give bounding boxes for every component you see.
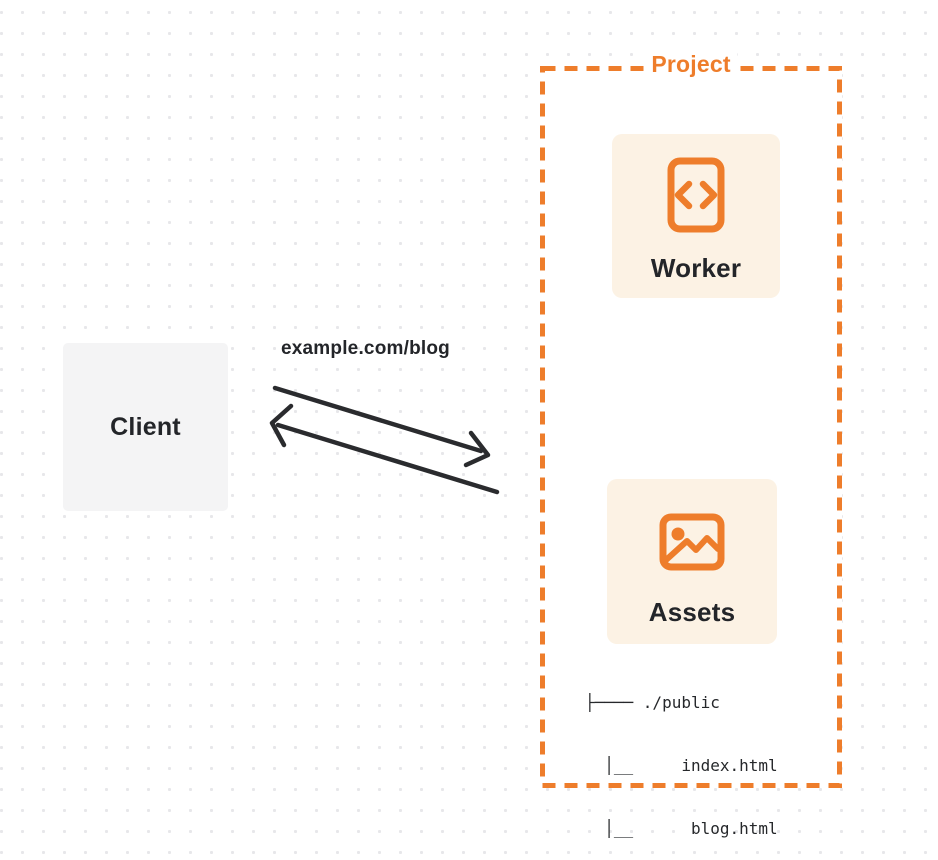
image-icon bbox=[659, 513, 725, 571]
file-tree-line: │__ index.html bbox=[585, 756, 778, 775]
file-tree-line: ├──── ./public bbox=[585, 693, 720, 712]
project-label: Project bbox=[644, 51, 738, 78]
assets-file-tree: ├──── ./public │__ index.html │__ blog.h… bbox=[585, 650, 778, 860]
request-arrowhead-icon bbox=[463, 430, 491, 468]
response-arrowhead-icon bbox=[269, 403, 294, 448]
worker-node: Worker bbox=[612, 134, 780, 298]
worker-label: Worker bbox=[650, 253, 742, 283]
assets-node: Assets bbox=[607, 479, 777, 644]
project-container: Project Worker Assets ├──── ./public │__… bbox=[540, 51, 842, 838]
assets-label: Assets bbox=[648, 597, 736, 627]
client-node: Client bbox=[63, 343, 228, 511]
file-tree-line: │__ blog.html bbox=[585, 819, 778, 838]
request-url-label: example.com/blog bbox=[281, 338, 450, 359]
client-label: Client bbox=[110, 412, 181, 441]
response-arrow-line bbox=[275, 422, 500, 495]
request-arrow-line bbox=[272, 385, 484, 454]
code-file-icon bbox=[667, 157, 725, 233]
